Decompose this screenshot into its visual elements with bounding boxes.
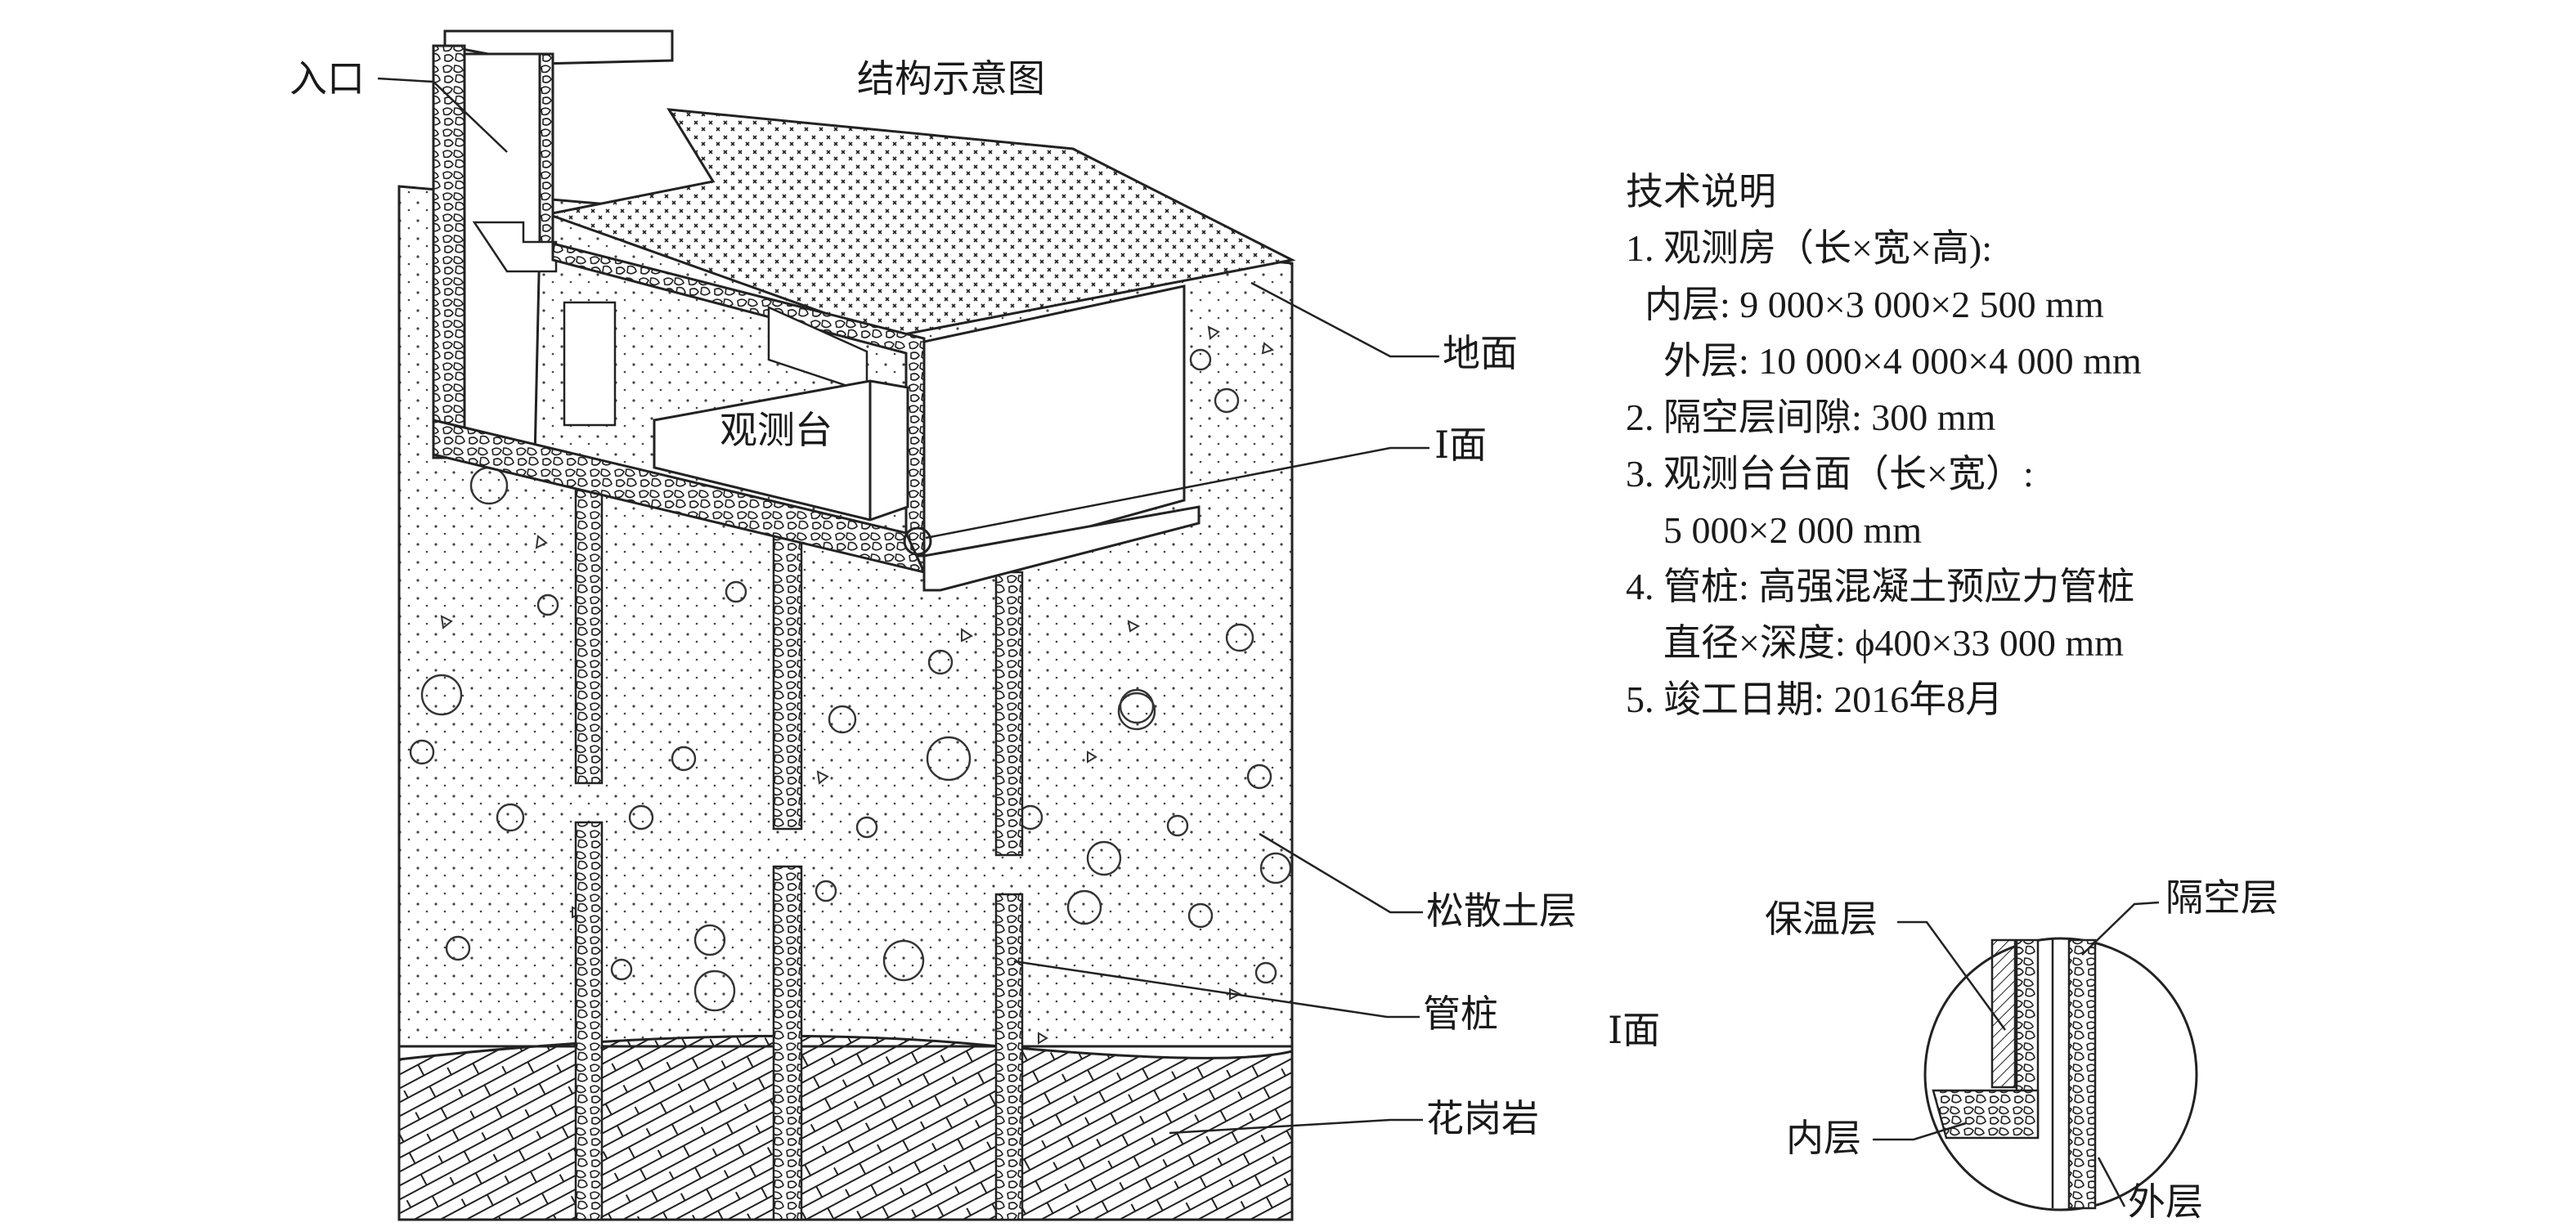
platform-label: 观测台: [720, 408, 832, 452]
tech-note-line: 5 000×2 000 mm: [1626, 509, 1923, 551]
detail-title: I面: [1608, 1008, 1660, 1052]
granite-layer: [397, 1034, 1294, 1221]
pipe-pile: [772, 865, 803, 1221]
diagram-title: 结构示意图: [857, 56, 1045, 101]
observation-room: [432, 29, 1296, 592]
tech-notes-heading: 技术说明: [1626, 171, 1776, 213]
tech-note-line: 5. 竣工日期: 2016年8月: [1626, 678, 2004, 720]
tech-note-line: 4. 管桩: 高强混凝土预应力管桩: [1626, 566, 2135, 607]
pipe-pile-label: 管桩: [1423, 992, 1498, 1036]
leader-lines: [377, 77, 1439, 1135]
tech-note-line: 3. 观测台台面（长×宽）:: [1626, 453, 2034, 495]
outer-layer-label: 外层: [2128, 1180, 2203, 1223]
pipe-pile: [994, 571, 1024, 857]
section-marker: [903, 526, 932, 556]
tech-note-line: 2. 隔空层间隙: 300 mm: [1626, 396, 1996, 438]
tech-note-line: 外层: 10 000×4 000×4 000 mm: [1626, 340, 2142, 382]
pipe-pile: [994, 893, 1024, 1221]
ground-label: 地面: [1443, 331, 1518, 375]
tech-note-line: 1. 观测房（长×宽×高):: [1626, 227, 1992, 269]
section-label: I面: [1434, 423, 1487, 467]
pipe-piles: [574, 477, 1024, 1221]
tech-note-line: 内层: 9 000×3 000×2 500 mm: [1626, 284, 2104, 325]
granite-label: 花岗岩: [1426, 1096, 1539, 1140]
inner-layer-label: 内层: [1786, 1116, 1861, 1160]
pipe-pile: [574, 477, 604, 785]
tech-notes: 技术说明 1. 观测房（长×宽×高): 内层: 9 000×3 000×2 50…: [1626, 163, 2525, 728]
pipe-pile: [772, 525, 803, 831]
tech-note-line: 直径×深度: ϕ400×33 000 mm: [1626, 622, 2124, 664]
detail-leaders: [1873, 901, 2160, 1207]
insulation-label: 保温层: [1765, 897, 1878, 941]
detail-section: [1923, 937, 2198, 1211]
entrance-label: 入口: [289, 56, 365, 101]
air-gap-label: 隔空层: [2165, 875, 2278, 920]
pipe-pile: [574, 821, 604, 1221]
loose-soil-label: 松散土层: [1426, 889, 1577, 933]
